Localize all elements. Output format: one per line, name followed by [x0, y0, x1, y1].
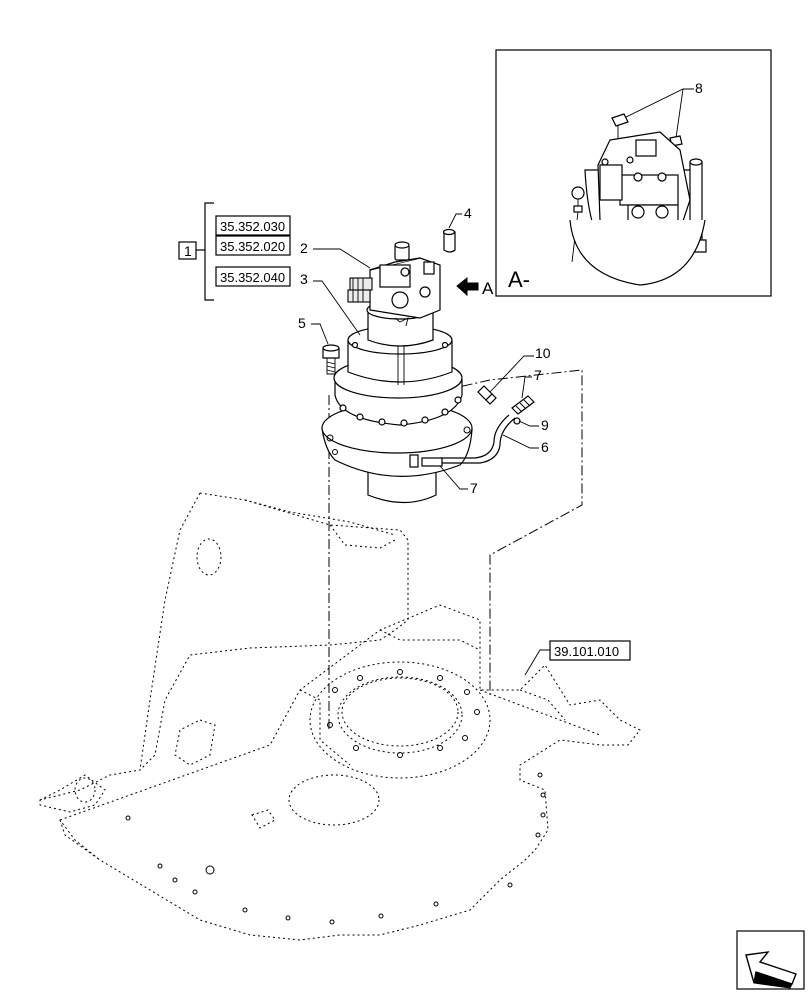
callout-2: 2 — [300, 240, 308, 256]
callout-5: 5 — [298, 315, 306, 331]
bolt-part-5 — [322, 344, 340, 375]
callout-6: 6 — [541, 439, 549, 455]
arrow-down-left-icon[interactable] — [736, 930, 805, 990]
chassis-reference: 39.101.010 — [524, 640, 631, 676]
callout-7b: 7 — [470, 480, 478, 496]
fitting-part-9 — [477, 385, 497, 405]
group-label: 1 — [184, 243, 192, 259]
ref-39-101-010[interactable]: 39.101.010 — [554, 644, 619, 659]
hose-connector-parts-7-8 — [511, 395, 535, 425]
ref-35-352-020[interactable]: 35.352.020 — [220, 239, 285, 254]
view-marker-label: A — [482, 279, 494, 298]
callout-8: 9 — [541, 417, 549, 433]
ring-bolt-holes — [327, 669, 480, 758]
callout-7a: 7 — [534, 367, 542, 383]
ref-35-352-030[interactable]: 35.352.030 — [220, 219, 285, 234]
ref-35-352-040[interactable]: 35.352.040 — [220, 270, 285, 285]
pin-part-4 — [442, 228, 456, 253]
callout-10: 8 — [695, 80, 703, 96]
swing-motor-assembly — [321, 241, 473, 504]
callouts: 2 3 4 5 10 7 9 6 7 — [298, 205, 551, 496]
inset-label: A- — [508, 267, 530, 292]
inset-view-a: A- 8 — [495, 49, 772, 297]
callout-4: 4 — [464, 205, 472, 221]
view-arrow-a: A — [456, 276, 494, 298]
drain-hose-part-6 — [409, 414, 516, 468]
callout-9: 10 — [535, 345, 551, 361]
upper-frame-chassis — [39, 492, 641, 941]
reference-group: 1 35.352.030 35.352.020 35.352.040 — [178, 202, 291, 301]
deck-bolt-holes — [125, 772, 546, 925]
callout-3: 3 — [300, 271, 308, 287]
